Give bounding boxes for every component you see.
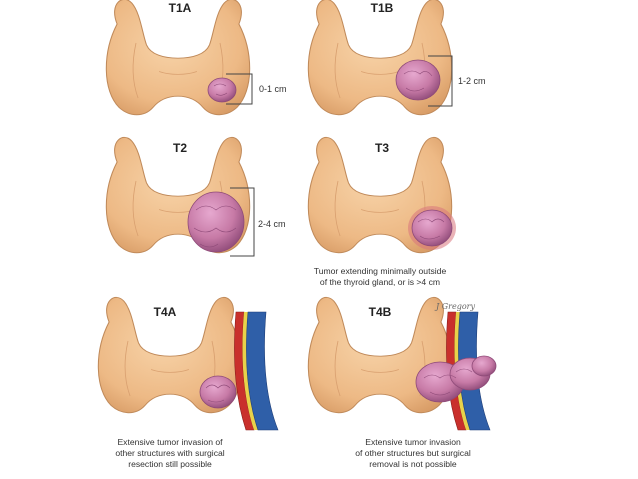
panel-t3 xyxy=(307,136,456,254)
tumor-t1b xyxy=(395,59,441,101)
vessels-t4a xyxy=(234,311,279,431)
stage-label-t2: T2 xyxy=(172,141,187,155)
tumor-t3 xyxy=(408,206,456,250)
caption-t4b: Extensive tumor invasion of other struct… xyxy=(355,437,471,469)
stage-label-t4b: T4B xyxy=(368,305,392,319)
stage-label-t1a: T1A xyxy=(168,1,192,15)
stage-label-t4a: T4A xyxy=(153,305,177,319)
caption-t4a: Extensive tumor invasion of other struct… xyxy=(115,437,225,469)
measure-bracket-t1b xyxy=(428,55,453,107)
measure-label-t1a: 0-1 cm xyxy=(259,84,287,94)
artist-signature: J Gregory xyxy=(436,302,475,311)
measure-label-t1b: 1-2 cm xyxy=(458,76,486,86)
panel-t1b xyxy=(307,0,453,116)
panel-t2 xyxy=(105,136,255,257)
caption-t3: Tumor extending minimally outside of the… xyxy=(313,266,447,287)
panel-t4b xyxy=(307,296,497,431)
tumor-t4a xyxy=(199,375,237,409)
measure-bracket-t2 xyxy=(230,187,255,257)
thyroid-gland xyxy=(307,0,453,116)
panel-t4a xyxy=(97,296,279,431)
panel-t1a xyxy=(105,0,253,116)
tumor-t2 xyxy=(187,191,245,253)
stage-label-t3: T3 xyxy=(374,141,389,155)
tumor-t4b xyxy=(415,355,497,403)
measure-bracket-t1a xyxy=(226,73,253,105)
measure-label-t2: 2-4 cm xyxy=(258,219,286,229)
tumor-t1a xyxy=(207,77,237,103)
stage-label-t1b: T1B xyxy=(370,1,394,15)
